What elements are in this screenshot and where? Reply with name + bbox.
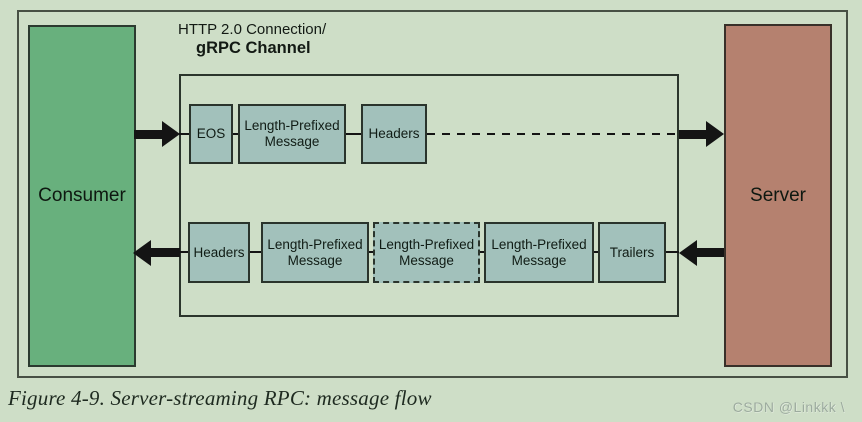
server-label: Server [750, 184, 806, 206]
connector-line [480, 251, 484, 253]
grpc-channel-title: gRPC Channel [196, 39, 311, 57]
figure-caption: Figure 4-9. Server-streaming RPC: messag… [8, 386, 432, 410]
arrow-channel-to-server [679, 130, 706, 139]
frame-box-label: Length-Prefixed Message [267, 236, 363, 268]
connector-line [179, 251, 188, 253]
arrow-consumer-to-channel [134, 130, 162, 139]
connector-line [233, 133, 238, 135]
frame-box-headers-response: Headers [188, 222, 250, 283]
connector-line [594, 251, 598, 253]
frame-box-trailers: Trailers [598, 222, 666, 283]
frame-box-length-prefixed-message-response-2-dashed: Length-Prefixed Message [373, 222, 480, 283]
arrow-server-to-channel [697, 248, 724, 257]
frame-box-eos: EOS [189, 104, 233, 164]
connector-line [179, 133, 189, 135]
frame-box-label: Headers [368, 126, 420, 141]
csdn-watermark: CSDN @Linkkk \ [732, 399, 845, 415]
server-node: Server [724, 24, 832, 367]
consumer-node: Consumer [28, 25, 136, 367]
frame-box-label: Length-Prefixed Message [244, 118, 340, 149]
connector-line [369, 251, 373, 253]
frame-box-label: Length-Prefixed Message [378, 236, 475, 268]
frame-box-length-prefixed-message-response-3: Length-Prefixed Message [484, 222, 594, 283]
grpc-channel-box [179, 74, 679, 317]
frame-box-length-prefixed-message-request: Length-Prefixed Message [238, 104, 346, 164]
frame-box-label: Headers [193, 244, 245, 260]
connector-line [250, 251, 261, 253]
arrow-channel-to-consumer-head [133, 240, 151, 266]
connector-line [666, 251, 679, 253]
channel-title: HTTP 2.0 Connection/ gRPC Channel [178, 20, 326, 58]
dashed-stream-line [427, 133, 679, 135]
frame-box-length-prefixed-message-response-1: Length-Prefixed Message [261, 222, 369, 283]
connector-line [346, 133, 361, 135]
http2-connection-title: HTTP 2.0 Connection/ [178, 21, 327, 38]
frame-box-label: Length-Prefixed Message [491, 236, 587, 268]
diagram-frame [17, 10, 848, 378]
arrow-consumer-to-channel-head [162, 121, 180, 147]
consumer-label: Consumer [38, 185, 126, 206]
arrow-channel-to-consumer [151, 248, 180, 257]
frame-box-label: EOS [196, 126, 226, 141]
frame-box-headers-request: Headers [361, 104, 427, 164]
arrow-channel-to-server-head [706, 121, 724, 147]
arrow-server-to-channel-head [679, 240, 697, 266]
frame-box-label: Trailers [609, 244, 655, 260]
